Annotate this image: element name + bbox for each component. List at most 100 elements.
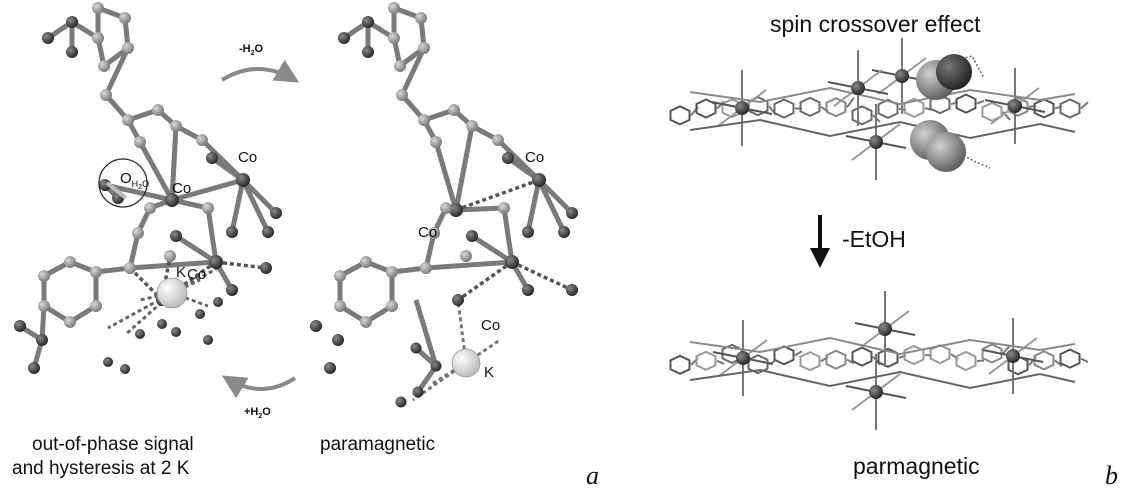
left-light-atom <box>170 120 182 132</box>
dehydration-arrow: -H2O <box>220 43 300 83</box>
left-dark-atom <box>262 226 274 238</box>
top-chain-metal-atom <box>895 69 909 83</box>
k-atom-left <box>156 277 188 309</box>
left-bond <box>127 259 219 271</box>
left-k-coord-bond <box>139 291 173 302</box>
chain-structure-top <box>669 38 1089 180</box>
hydration-label: +H2O <box>244 406 271 420</box>
left-dark-atom <box>226 284 238 296</box>
dehydration-label: -H2O <box>239 43 264 57</box>
left-bond <box>103 45 131 98</box>
left-caption-line-1: out-of-phase signal <box>32 434 194 455</box>
right-dark-atom <box>410 342 422 354</box>
left-bond <box>173 233 219 265</box>
right-light-atom <box>440 202 452 214</box>
top-chain-ring <box>981 101 1003 122</box>
right-dark-atom <box>430 360 442 372</box>
left-dark-atom <box>209 255 223 269</box>
left-light-atom <box>98 60 110 72</box>
left-light-atom <box>196 134 208 146</box>
right-dark-atom <box>505 255 519 269</box>
panel-b: spin crossover effect -EtOH parmagnetic … <box>669 11 1118 490</box>
water-h-bond <box>105 181 128 200</box>
left-dark-atom <box>28 362 40 374</box>
right-light-atom <box>360 256 372 268</box>
top-chain-ring <box>747 96 769 117</box>
left-bond <box>169 177 246 203</box>
right-light-atom <box>334 300 346 312</box>
right-light-atom <box>498 202 510 214</box>
bottom-chain-metal-atom <box>736 351 750 365</box>
top-chain-ring <box>825 97 847 118</box>
left-dark-atom <box>270 207 282 219</box>
left-light-atom <box>134 136 146 148</box>
right-dark-atom <box>324 362 336 374</box>
right-light-atom <box>360 316 372 328</box>
right-light-atom <box>420 262 432 274</box>
panel-b-top-caption: spin crossover effect <box>770 11 981 37</box>
bottom-chain-backbone <box>689 368 1076 390</box>
left-k-ligand-atom <box>213 297 223 307</box>
left-light-atom <box>119 12 131 24</box>
left-k-ligand-atom <box>171 327 181 337</box>
top-chain-link <box>1080 101 1089 110</box>
right-caption: paramagnetic <box>320 434 435 455</box>
right-bond <box>536 177 567 235</box>
left-dark-atom <box>206 152 218 164</box>
right-light-atom <box>415 12 427 24</box>
right-light-atom <box>418 42 430 54</box>
panel-b-bottom-caption: parmagnetic <box>853 453 980 479</box>
bottom-chain-ring <box>1033 350 1055 371</box>
left-k-coord-bond <box>107 291 173 330</box>
top-chain-backbone <box>689 118 1076 140</box>
bottom-chain-metal-atom <box>878 322 892 336</box>
left-bond <box>102 182 175 203</box>
right-light-atom <box>430 136 442 148</box>
right-bond <box>413 299 439 367</box>
right-dark-atom <box>532 173 546 187</box>
bottom-chain-ring <box>903 344 925 366</box>
bottom-chain-ring <box>929 343 951 365</box>
top-chain-link <box>846 97 855 108</box>
left-dark-atom <box>260 262 272 274</box>
right-dark-atom <box>310 320 322 332</box>
left-dark-atom <box>36 334 48 346</box>
left-bond <box>229 177 246 235</box>
water-highlight-circle <box>98 158 148 208</box>
right-dark-atom <box>566 284 578 296</box>
bottom-chain-link <box>976 359 985 362</box>
water-label: OH2O <box>120 170 149 191</box>
top-chain-ring <box>1059 98 1081 119</box>
left-dark-atom <box>14 320 26 332</box>
bottom-chain-metal-atom <box>869 385 883 399</box>
bottom-chain-ring <box>981 343 1003 364</box>
right-light-atom <box>466 120 478 132</box>
top-chain-ring <box>1007 96 1029 117</box>
right-dark-atom <box>412 386 424 398</box>
top-chain-metal-atom <box>735 101 749 115</box>
right-dark-atom <box>522 226 534 238</box>
right-bond <box>453 205 507 213</box>
right-dark-atom <box>502 152 514 164</box>
right-light-atom <box>460 250 472 262</box>
chain-top-bonds <box>669 38 1089 180</box>
right-bond <box>469 233 515 265</box>
co-label-left-2: Co <box>238 149 257 166</box>
right-light-atom <box>396 89 408 101</box>
right-light-atom <box>394 60 406 72</box>
left-bond <box>205 205 219 265</box>
left-dark-atom <box>165 193 179 207</box>
chain-bottom-metal-atoms <box>736 322 1020 399</box>
structure-left-hydrated: OH2O Co Co Co K <box>14 2 282 374</box>
left-light-atom <box>92 2 104 14</box>
panel-letter-a: a <box>586 461 599 490</box>
right-bond <box>501 205 515 265</box>
bottom-chain-ring <box>773 345 795 366</box>
right-light-atom <box>386 266 398 278</box>
guest-blob-2 <box>936 54 972 90</box>
desolvation-arrow: -EtOH <box>810 215 906 268</box>
left-k-ligand-atom <box>195 309 205 319</box>
atoms-right <box>310 2 578 408</box>
right-dark-atom <box>338 32 350 44</box>
